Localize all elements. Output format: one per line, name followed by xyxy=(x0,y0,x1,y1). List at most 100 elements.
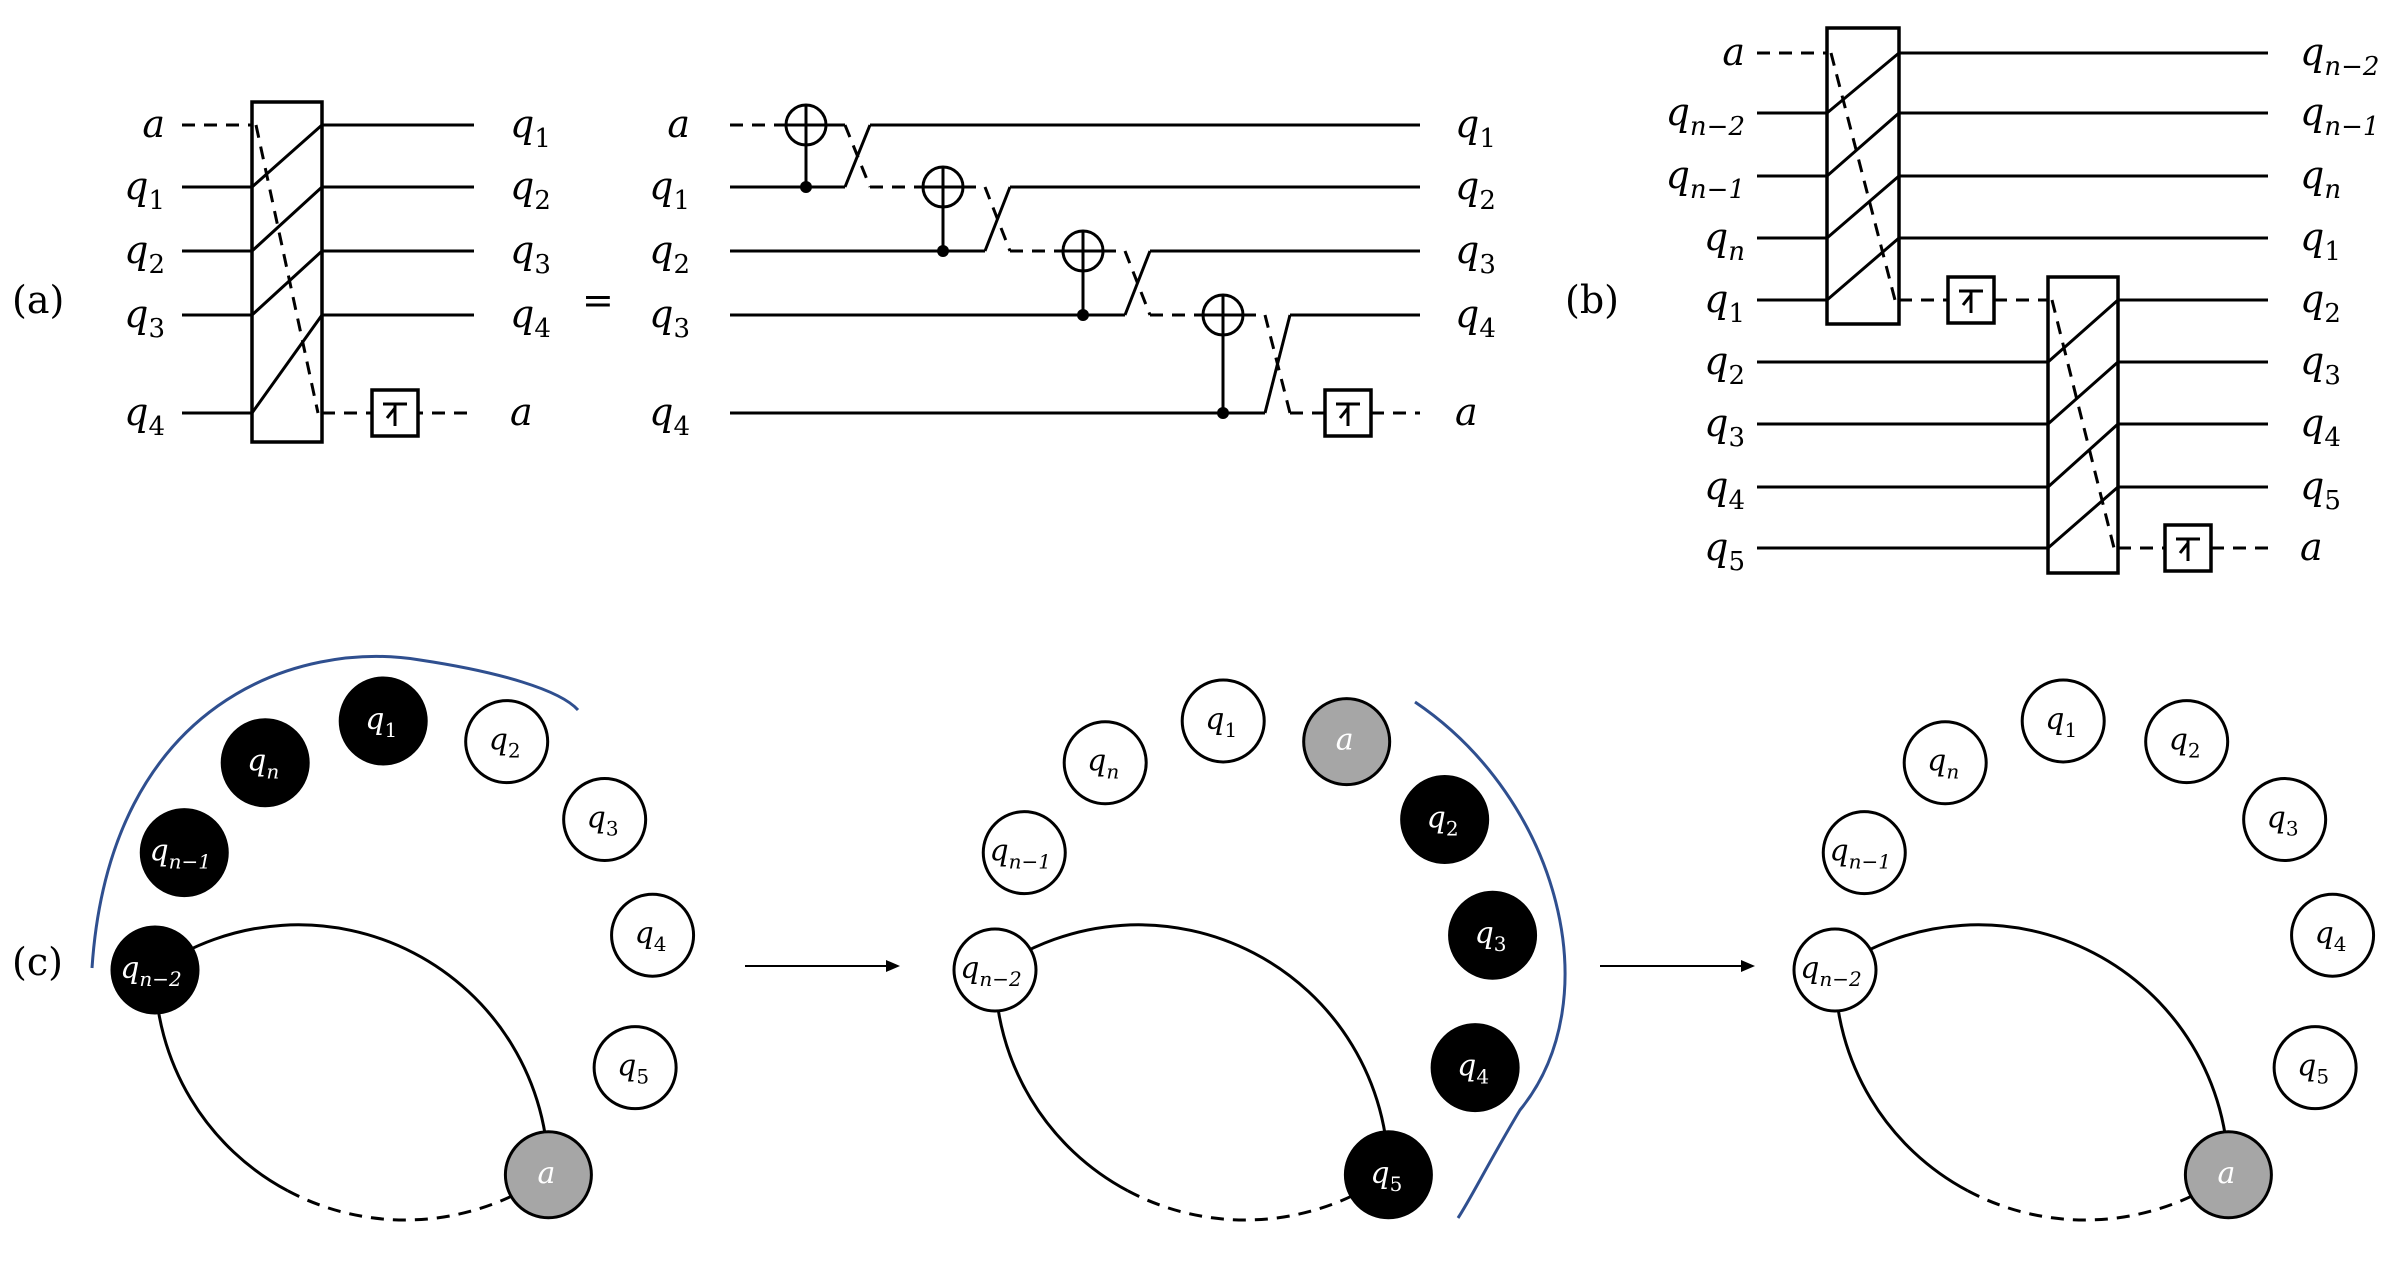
qubit-label: q3 xyxy=(1704,401,1745,453)
qubit-label: qn xyxy=(1087,744,1119,784)
qubit-label: q2 xyxy=(124,228,165,280)
qubit-label: qn xyxy=(1704,215,1745,267)
qubit-label: q1 xyxy=(365,702,397,742)
qubit-label: qn−1 xyxy=(2300,90,2379,142)
qubit-label: q2 xyxy=(489,723,521,763)
qubit-node xyxy=(1302,697,1392,787)
equals-sign: = xyxy=(582,278,614,322)
qubit-label: qn−1 xyxy=(1829,834,1891,874)
qubit-label: qn−2 xyxy=(1666,90,1745,142)
swap-block-1 xyxy=(1825,26,1901,326)
qubit-label: q5 xyxy=(1704,525,1745,577)
qubit-label: q1 xyxy=(124,164,165,216)
qubit-node xyxy=(1343,1130,1433,1220)
qubit-node xyxy=(1792,927,1878,1013)
qubit-label: qn−1 xyxy=(989,834,1051,874)
qubit-label: qn xyxy=(2300,153,2341,205)
qubit-node xyxy=(981,810,1067,896)
qubit-node xyxy=(1821,810,1907,896)
panel-b-circuit xyxy=(1757,26,2268,575)
qubit-label: q2 xyxy=(1704,339,1745,391)
qubit-label: q2 xyxy=(649,228,690,280)
qubit-label: a xyxy=(2217,1156,2235,1191)
qubit-node xyxy=(1062,720,1148,806)
qubit-node xyxy=(338,676,428,766)
qubit-label: a xyxy=(2300,525,2323,569)
panel-label-b: (b) xyxy=(1565,278,1619,322)
qubit-label: qn xyxy=(247,744,279,784)
qubit-label: q1 xyxy=(1205,702,1237,742)
qubit-label: q3 xyxy=(510,228,551,280)
routing-window-arc xyxy=(90,654,580,969)
qubit-label: q2 xyxy=(2169,723,2201,763)
qubit-node xyxy=(1448,890,1538,980)
qubit-node xyxy=(110,925,200,1015)
qubit-label: a xyxy=(1336,723,1354,758)
qubit-label: q2 xyxy=(1455,164,1496,216)
qubit-label: q3 xyxy=(124,292,165,344)
qubit-label: q4 xyxy=(649,390,690,442)
qubit-label: a xyxy=(142,102,165,146)
qubit-label: q4 xyxy=(1704,464,1745,516)
qubit-label: q1 xyxy=(2045,702,2077,742)
qubit-label: q4 xyxy=(635,916,667,956)
qubit-label: qn−1 xyxy=(149,834,211,874)
qubit-node xyxy=(2242,777,2328,863)
qubit-label: qn−2 xyxy=(120,951,182,991)
qubit-label: qn−2 xyxy=(1800,951,1862,991)
qubit-label: q3 xyxy=(1455,228,1496,280)
qubit-label: q5 xyxy=(2297,1049,2329,1089)
qubit-node xyxy=(562,777,648,863)
qubit-label: q3 xyxy=(2300,339,2341,391)
qubit-node xyxy=(503,1130,593,1220)
qubit-node xyxy=(139,808,229,898)
qubit-node xyxy=(1400,775,1490,865)
qubit-label: q4 xyxy=(510,292,551,344)
qubit-node xyxy=(1430,1023,1520,1113)
qubit-node xyxy=(610,892,696,978)
qubit-node xyxy=(592,1025,678,1111)
qubit-node xyxy=(2183,1130,2273,1220)
routing-window-arc xyxy=(1414,700,1567,1219)
qubit-label: q2 xyxy=(510,164,551,216)
arrow-right-icon xyxy=(1741,960,1755,972)
arrow-right-icon xyxy=(886,960,900,972)
qubit-label: q4 xyxy=(124,390,165,442)
panel-a-compact-circuit xyxy=(182,100,474,444)
qubit-label: qn xyxy=(1927,744,1959,784)
ring3: qn−2 qn−1 qn q1 q2 q3 q4 q5 a xyxy=(1792,678,2376,1222)
control-dot-icon xyxy=(937,245,949,257)
qubit-label: qn−1 xyxy=(1666,153,1745,205)
qubit-node xyxy=(2144,699,2230,785)
control-dot-icon xyxy=(1077,309,1089,321)
qubit-label: q5 xyxy=(1370,1156,1402,1196)
qubit-node xyxy=(952,927,1038,1013)
qubit-label: q5 xyxy=(617,1049,649,1089)
qubit-label: q3 xyxy=(2267,801,2299,841)
panel-label-a: (a) xyxy=(12,278,64,322)
qubit-label: a xyxy=(1455,390,1478,434)
panel-a-expanded-circuit xyxy=(730,103,1420,438)
qubit-label: q5 xyxy=(2300,464,2341,516)
qubit-label: q4 xyxy=(2315,916,2347,956)
qubit-label: q4 xyxy=(1455,292,1496,344)
qubit-label: a xyxy=(510,390,533,434)
qubit-node xyxy=(1180,678,1266,764)
qubit-label: q4 xyxy=(1457,1049,1489,1089)
control-dot-icon xyxy=(1217,407,1229,419)
qubit-label: q2 xyxy=(2300,277,2341,329)
qubit-node xyxy=(2020,678,2106,764)
panel-label-c: (c) xyxy=(12,940,63,984)
qubit-label: q2 xyxy=(1427,801,1459,841)
qubit-node xyxy=(1902,720,1988,806)
qubit-node xyxy=(2290,892,2376,978)
wire-labels: aq1q2q3q4q1q2q3q4aaq1q2q3q4q1q2q3q4aaqn−… xyxy=(124,30,2379,577)
qubit-label: q3 xyxy=(649,292,690,344)
qubit-label: a xyxy=(537,1156,555,1191)
transition-arrows xyxy=(745,960,1755,972)
qubit-label: q1 xyxy=(1455,102,1496,154)
